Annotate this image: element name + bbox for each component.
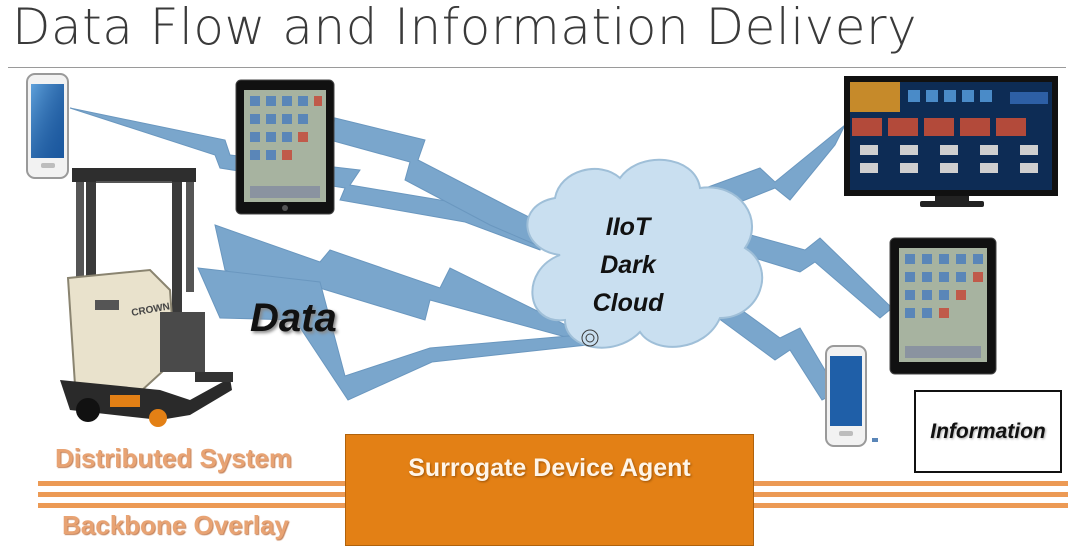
cloud-label-line: IIoT (605, 213, 651, 241)
page-title: Data Flow and Information Delivery (12, 0, 918, 56)
smartphone-icon (825, 345, 878, 447)
tablet-icon (235, 79, 335, 215)
title-divider (8, 67, 1066, 68)
smartphone-icon (26, 73, 69, 179)
cloud-label-line: Dark (600, 251, 656, 279)
distributed-system-label: Distributed System (55, 443, 292, 473)
cloud-icon (526, 158, 764, 349)
information-box (914, 390, 1062, 473)
tablet-icon (889, 237, 997, 375)
backbone-overlay-label: Backbone Overlay (62, 510, 289, 540)
data-label: Data (250, 296, 337, 340)
surrogate-device-agent-label: Surrogate Device Agent (408, 454, 691, 482)
lightning-bolt-icon (717, 297, 839, 401)
information-label: Information (930, 420, 1046, 443)
smart-tv-icon (844, 76, 1058, 207)
cloud-label: IIoT Dark Cloud (568, 208, 688, 322)
lightning-bolt-icon (329, 117, 556, 251)
cloud-label-line: Cloud (592, 289, 664, 317)
surrogate-device-agent-box (345, 434, 754, 546)
forklift-icon: CROWN (60, 168, 233, 427)
